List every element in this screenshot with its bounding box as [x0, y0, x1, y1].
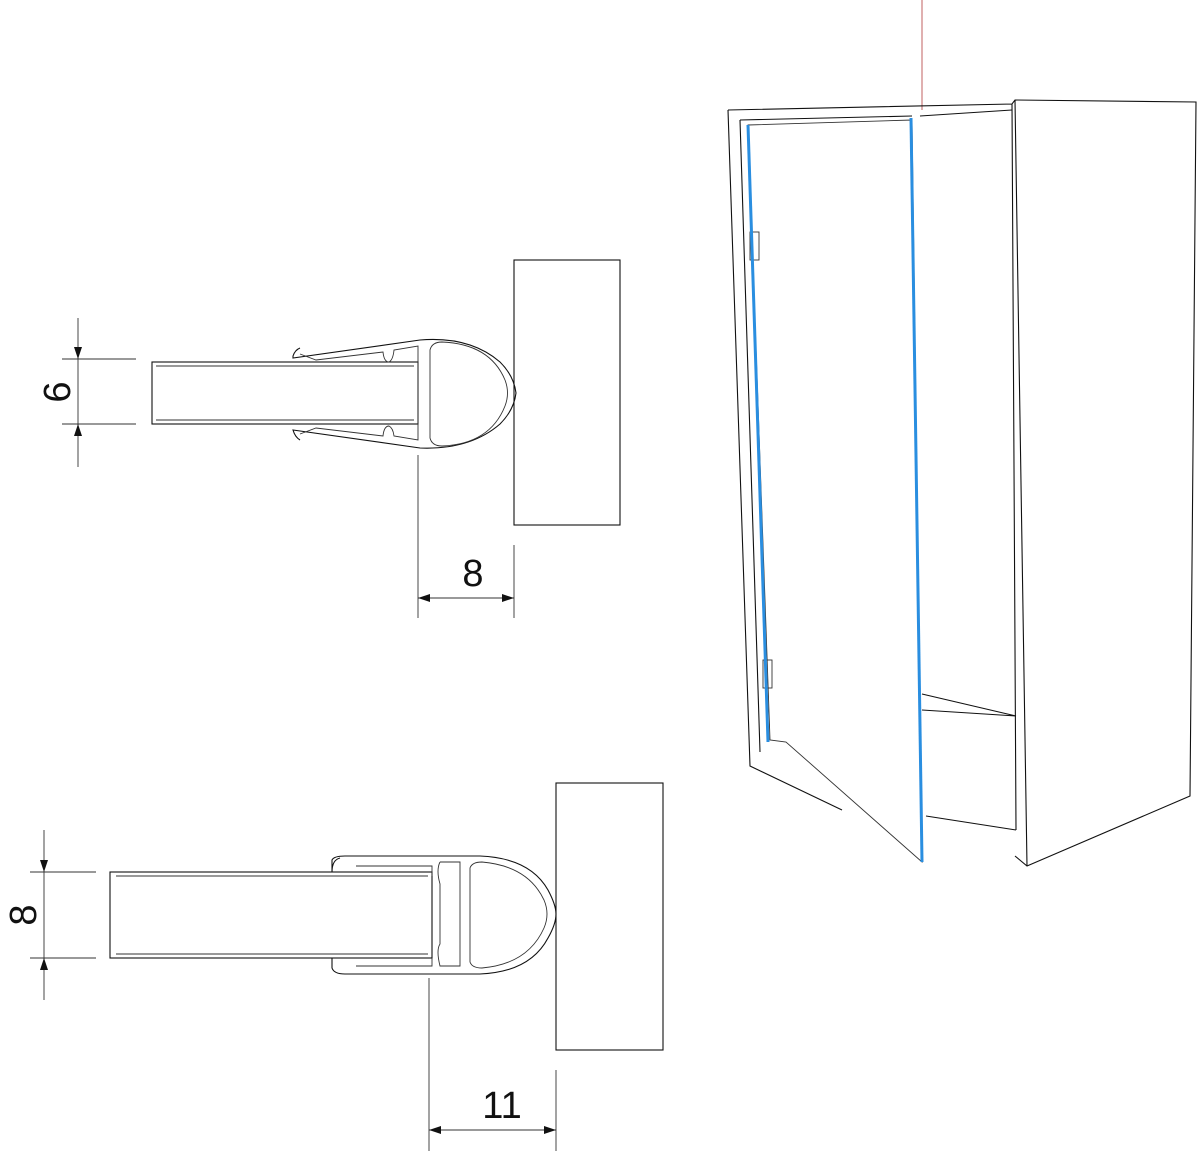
glass-edge-right — [909, 117, 924, 863]
door-panel — [747, 119, 923, 864]
shower-enclosure-3d — [727, 0, 1197, 867]
dimension-top-thickness: 6 — [37, 318, 136, 467]
bottom-gap-label: 11 — [482, 1085, 521, 1127]
top-wall-block — [513, 259, 621, 526]
bottom-seal-profile — [109, 782, 664, 1051]
dimension-top-gap: 8 — [417, 455, 515, 618]
hinge-top — [749, 231, 760, 261]
dimension-bottom-gap: 11 — [428, 978, 557, 1151]
bottom-thickness-label: 8 — [3, 904, 45, 925]
bottom-glass-pane — [109, 871, 433, 959]
top-gap-label: 8 — [462, 553, 483, 595]
bottom-wall-block — [555, 782, 664, 1051]
glass-edge-left — [746, 124, 770, 743]
dimension-bottom-thickness: 8 — [3, 830, 96, 1000]
bottom-seal-inner — [356, 861, 461, 967]
top-seal-outer — [292, 338, 517, 449]
top-glass-pane — [151, 361, 419, 425]
top-seal-inner — [299, 345, 419, 441]
top-thickness-label: 6 — [37, 381, 79, 402]
bottom-seal-outer — [331, 855, 557, 975]
top-seal-profile — [151, 259, 621, 526]
